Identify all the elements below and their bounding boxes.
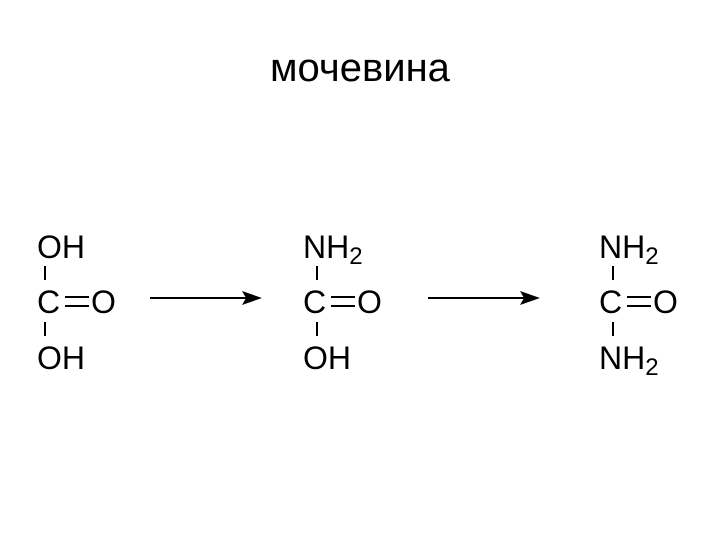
molecule-1-carbon: C xyxy=(37,284,61,320)
molecule-2-oxygen: O xyxy=(357,284,382,320)
molecule-1-bottom-bond xyxy=(44,322,46,336)
molecule-3-top-group: NH2 xyxy=(599,229,659,270)
molecule-3-oxygen: O xyxy=(653,284,678,320)
molecule-1-top-bond xyxy=(44,266,46,280)
molecule-1-double-bond xyxy=(65,296,89,307)
molecule-3-carbon: C xyxy=(599,284,623,320)
molecule-3-bottom-group: NH2 xyxy=(599,340,659,381)
reaction-arrow-2 xyxy=(428,291,540,305)
molecule-2-carbon: C xyxy=(303,284,327,320)
molecule-3-double-bond xyxy=(627,296,651,307)
molecule-3-bottom-bond xyxy=(612,322,614,336)
molecule-2-bottom-group: OH xyxy=(303,340,351,376)
molecule-3-top-bond xyxy=(612,266,614,280)
molecule-2-double-bond xyxy=(331,296,355,307)
molecule-1-top-group: OH xyxy=(37,229,85,265)
molecule-1-bottom-group: OH xyxy=(37,340,85,376)
page-title: мочевина xyxy=(270,46,450,90)
molecule-2-bottom-bond xyxy=(316,322,318,336)
molecule-1-oxygen: O xyxy=(91,284,116,320)
molecule-2-top-bond xyxy=(316,266,318,280)
reaction-arrow-1 xyxy=(150,291,262,305)
molecule-2-top-group: NH2 xyxy=(303,229,363,270)
